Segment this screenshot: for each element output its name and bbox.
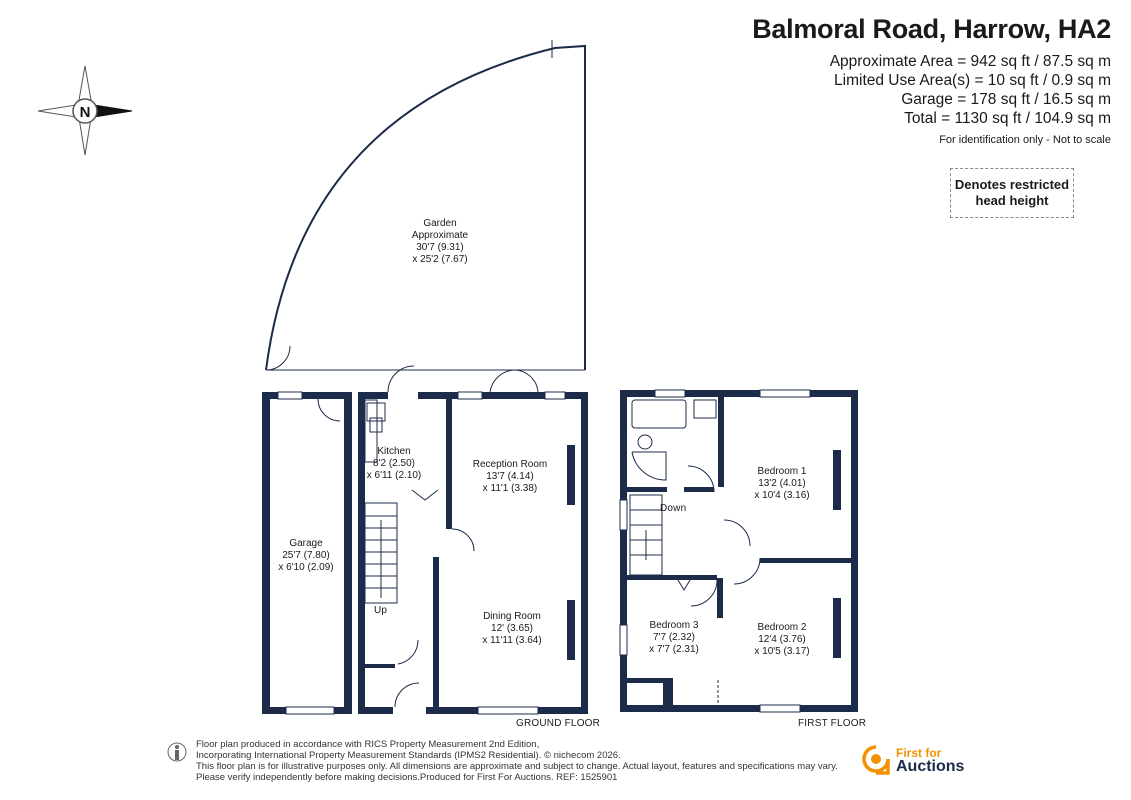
footer-line-4: Please verify independently before makin…	[196, 772, 618, 783]
footer-line-2: Incorporating International Property Mea…	[196, 750, 621, 761]
brand-line-1: First for	[896, 746, 942, 760]
first-floor-label: FIRST FLOOR	[798, 718, 867, 729]
compass-icon: N	[37, 65, 133, 156]
footer-line-3: This floor plan is for illustrative purp…	[196, 761, 838, 772]
brand-line-2: Auctions	[896, 758, 965, 775]
restricted-height-legend: Denotes restricted head height	[950, 168, 1074, 218]
area-approximate: Approximate Area = 942 sq ft / 87.5 sq m	[829, 53, 1111, 70]
brand-logo: First for Auctions	[862, 744, 964, 776]
property-title: Balmoral Road, Harrow, HA2	[752, 14, 1111, 44]
compass-letter: N	[80, 104, 91, 121]
person-scale-icon	[167, 742, 187, 762]
first-floor-walls	[620, 390, 858, 712]
brand-logo-icon	[862, 745, 890, 775]
area-total: Total = 1130 sq ft / 104.9 sq m	[904, 110, 1111, 127]
first-floor-details	[619, 389, 811, 713]
scale-disclaimer: For identification only - Not to scale	[939, 134, 1111, 146]
area-summary: Approximate Area = 942 sq ft / 87.5 sq m…	[830, 52, 1111, 128]
ground-floor-label: GROUND FLOOR	[516, 718, 601, 729]
stairs-up-label: Up	[374, 605, 388, 616]
stairs-down-label: Down	[660, 503, 687, 514]
area-garage: Garage = 178 sq ft / 16.5 sq m	[901, 91, 1111, 108]
legend-line-1: Denotes restricted	[954, 177, 1070, 192]
footer-notes: Floor plan produced in accordance with R…	[196, 739, 838, 783]
legend-line-2: head height	[975, 193, 1049, 208]
ground-floor-details	[277, 365, 566, 715]
area-limited-use: Limited Use Area(s) = 10 sq ft / 0.9 sq …	[834, 72, 1111, 89]
garden-outline	[265, 40, 586, 371]
footer-line-1: Floor plan produced in accordance with R…	[196, 739, 540, 750]
